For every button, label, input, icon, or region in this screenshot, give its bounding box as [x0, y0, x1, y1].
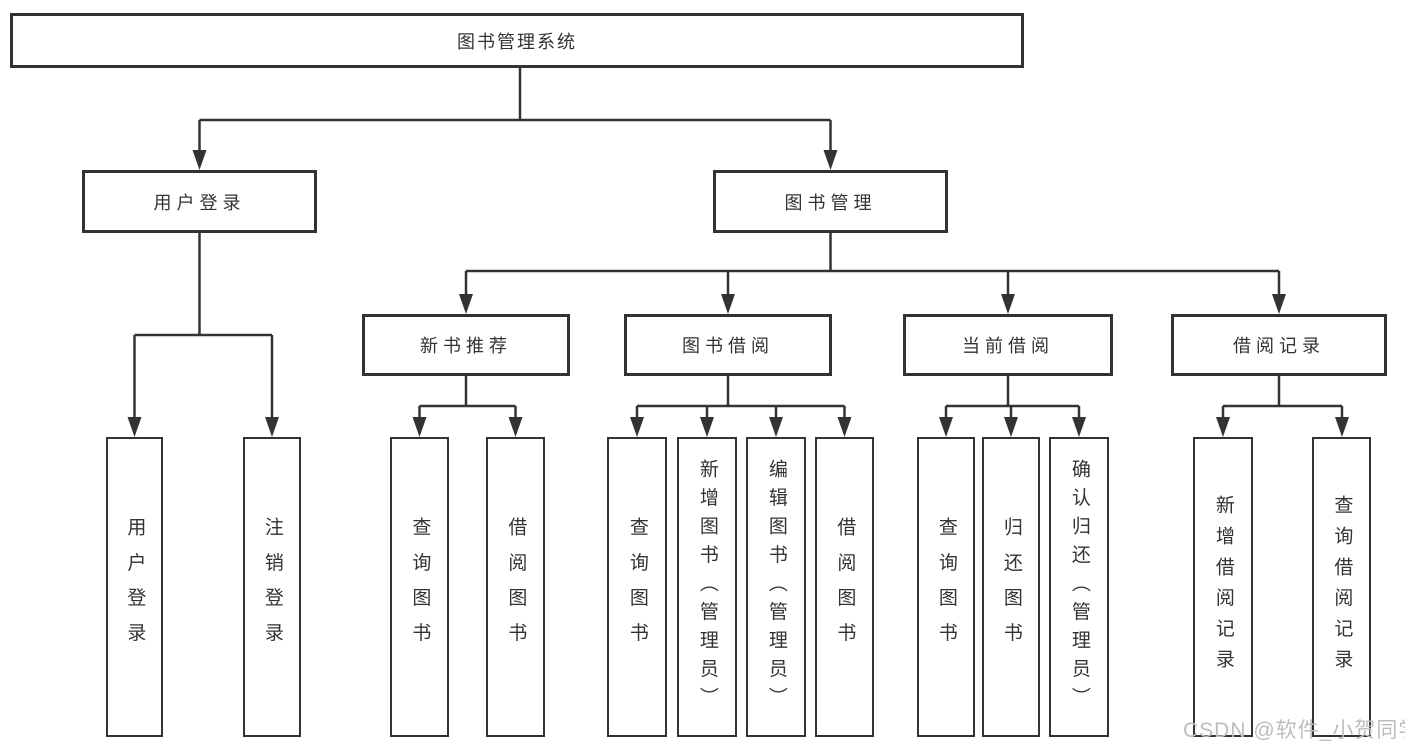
- leaf-current-return-books-label: 归还图书: [1000, 516, 1022, 658]
- leaf-user-login: 用户登录: [106, 437, 163, 737]
- arrowhead-icon: [769, 417, 783, 437]
- node-user-login: 用户登录: [82, 170, 317, 233]
- leaf-borrow-borrow-books-label: 借阅图书: [834, 516, 856, 658]
- arrowhead-icon: [265, 417, 279, 437]
- arrowhead-icon: [508, 417, 523, 437]
- arrowhead-icon: [412, 417, 427, 437]
- node-current-borrow-label: 当前借阅: [962, 336, 1054, 356]
- leaf-borrow-query-books: 查询图书: [607, 437, 667, 737]
- leaf-current-query-books: 查询图书: [917, 437, 975, 737]
- leaf-recommend-borrow-books-label: 借阅图书: [505, 516, 527, 658]
- connector-borrow-records-to-leaves: [1221, 376, 1344, 419]
- leaf-recommend-borrow-books: 借阅图书: [486, 437, 545, 737]
- arrowhead-icon: [459, 294, 473, 314]
- leaf-current-confirm-return-admin: 确认归还（管理员）: [1049, 437, 1109, 737]
- leaf-current-query-books-label: 查询图书: [935, 516, 957, 658]
- leaf-current-confirm-return-admin-label: 确认归还（管理员）: [1068, 458, 1090, 716]
- arrowhead-icon: [1216, 417, 1230, 437]
- node-book-borrow-label: 图书借阅: [682, 336, 774, 356]
- leaf-borrow-add-books-admin-label: 新增图书（管理员）: [696, 458, 718, 716]
- connector-user-login-to-leaves: [133, 233, 274, 419]
- leaf-borrow-edit-books-admin-label: 编辑图书（管理员）: [765, 458, 787, 716]
- node-borrow-records: 借阅记录: [1171, 314, 1387, 376]
- node-root: 图书管理系统: [10, 13, 1024, 68]
- arrowhead-icon: [700, 417, 714, 437]
- arrowhead-icon: [1272, 294, 1286, 314]
- leaf-borrow-add-books-admin: 新增图书（管理员）: [677, 437, 737, 737]
- connector-current-borrow-to-leaves: [944, 376, 1081, 419]
- leaf-records-add-record-label: 新增借阅记录: [1212, 494, 1234, 680]
- arrowhead-icon: [939, 417, 953, 437]
- arrowhead-icon: [1001, 294, 1015, 314]
- node-book-management: 图书管理: [713, 170, 948, 233]
- leaf-borrow-borrow-books: 借阅图书: [815, 437, 874, 737]
- arrowhead-icon: [127, 417, 142, 437]
- arrowhead-icon: [1335, 417, 1349, 437]
- arrowhead-icon: [721, 294, 735, 314]
- leaf-user-login-label: 用户登录: [124, 516, 146, 658]
- leaf-logout-label: 注销登录: [261, 516, 283, 658]
- csdn-watermark: CSDN @软件_小贺同学: [1183, 719, 1405, 742]
- node-user-login-label: 用户登录: [153, 192, 246, 213]
- leaf-records-add-record: 新增借阅记录: [1193, 437, 1253, 737]
- connector-book-borrow-to-leaves: [635, 376, 846, 419]
- node-book-borrow: 图书借阅: [624, 314, 832, 376]
- connector-root-to-level2: [198, 68, 832, 152]
- leaf-records-query-record-label: 查询借阅记录: [1331, 494, 1353, 680]
- leaf-borrow-query-books-label: 查询图书: [626, 516, 648, 658]
- arrowhead-icon: [823, 150, 838, 170]
- node-root-label: 图书管理系统: [457, 31, 577, 52]
- arrowhead-icon: [630, 417, 644, 437]
- node-book-management-label: 图书管理: [784, 192, 877, 213]
- node-new-book-recommend: 新书推荐: [362, 314, 570, 376]
- arrowhead-icon: [837, 417, 852, 437]
- connector-book-mgmt-to-level3: [464, 233, 1281, 296]
- leaf-borrow-edit-books-admin: 编辑图书（管理员）: [746, 437, 806, 737]
- leaf-recommend-query-books: 查询图书: [390, 437, 449, 737]
- leaf-logout: 注销登录: [243, 437, 301, 737]
- node-borrow-records-label: 借阅记录: [1233, 336, 1325, 356]
- node-new-book-recommend-label: 新书推荐: [420, 336, 512, 356]
- leaf-records-query-record: 查询借阅记录: [1312, 437, 1371, 737]
- arrowhead-icon: [1072, 417, 1086, 437]
- leaf-current-return-books: 归还图书: [982, 437, 1040, 737]
- node-current-borrow: 当前借阅: [903, 314, 1113, 376]
- connector-new-book-rec-to-leaves: [418, 376, 517, 419]
- leaf-recommend-query-books-label: 查询图书: [409, 516, 431, 658]
- arrowhead-icon: [1004, 417, 1018, 437]
- arrowhead-icon: [192, 150, 207, 170]
